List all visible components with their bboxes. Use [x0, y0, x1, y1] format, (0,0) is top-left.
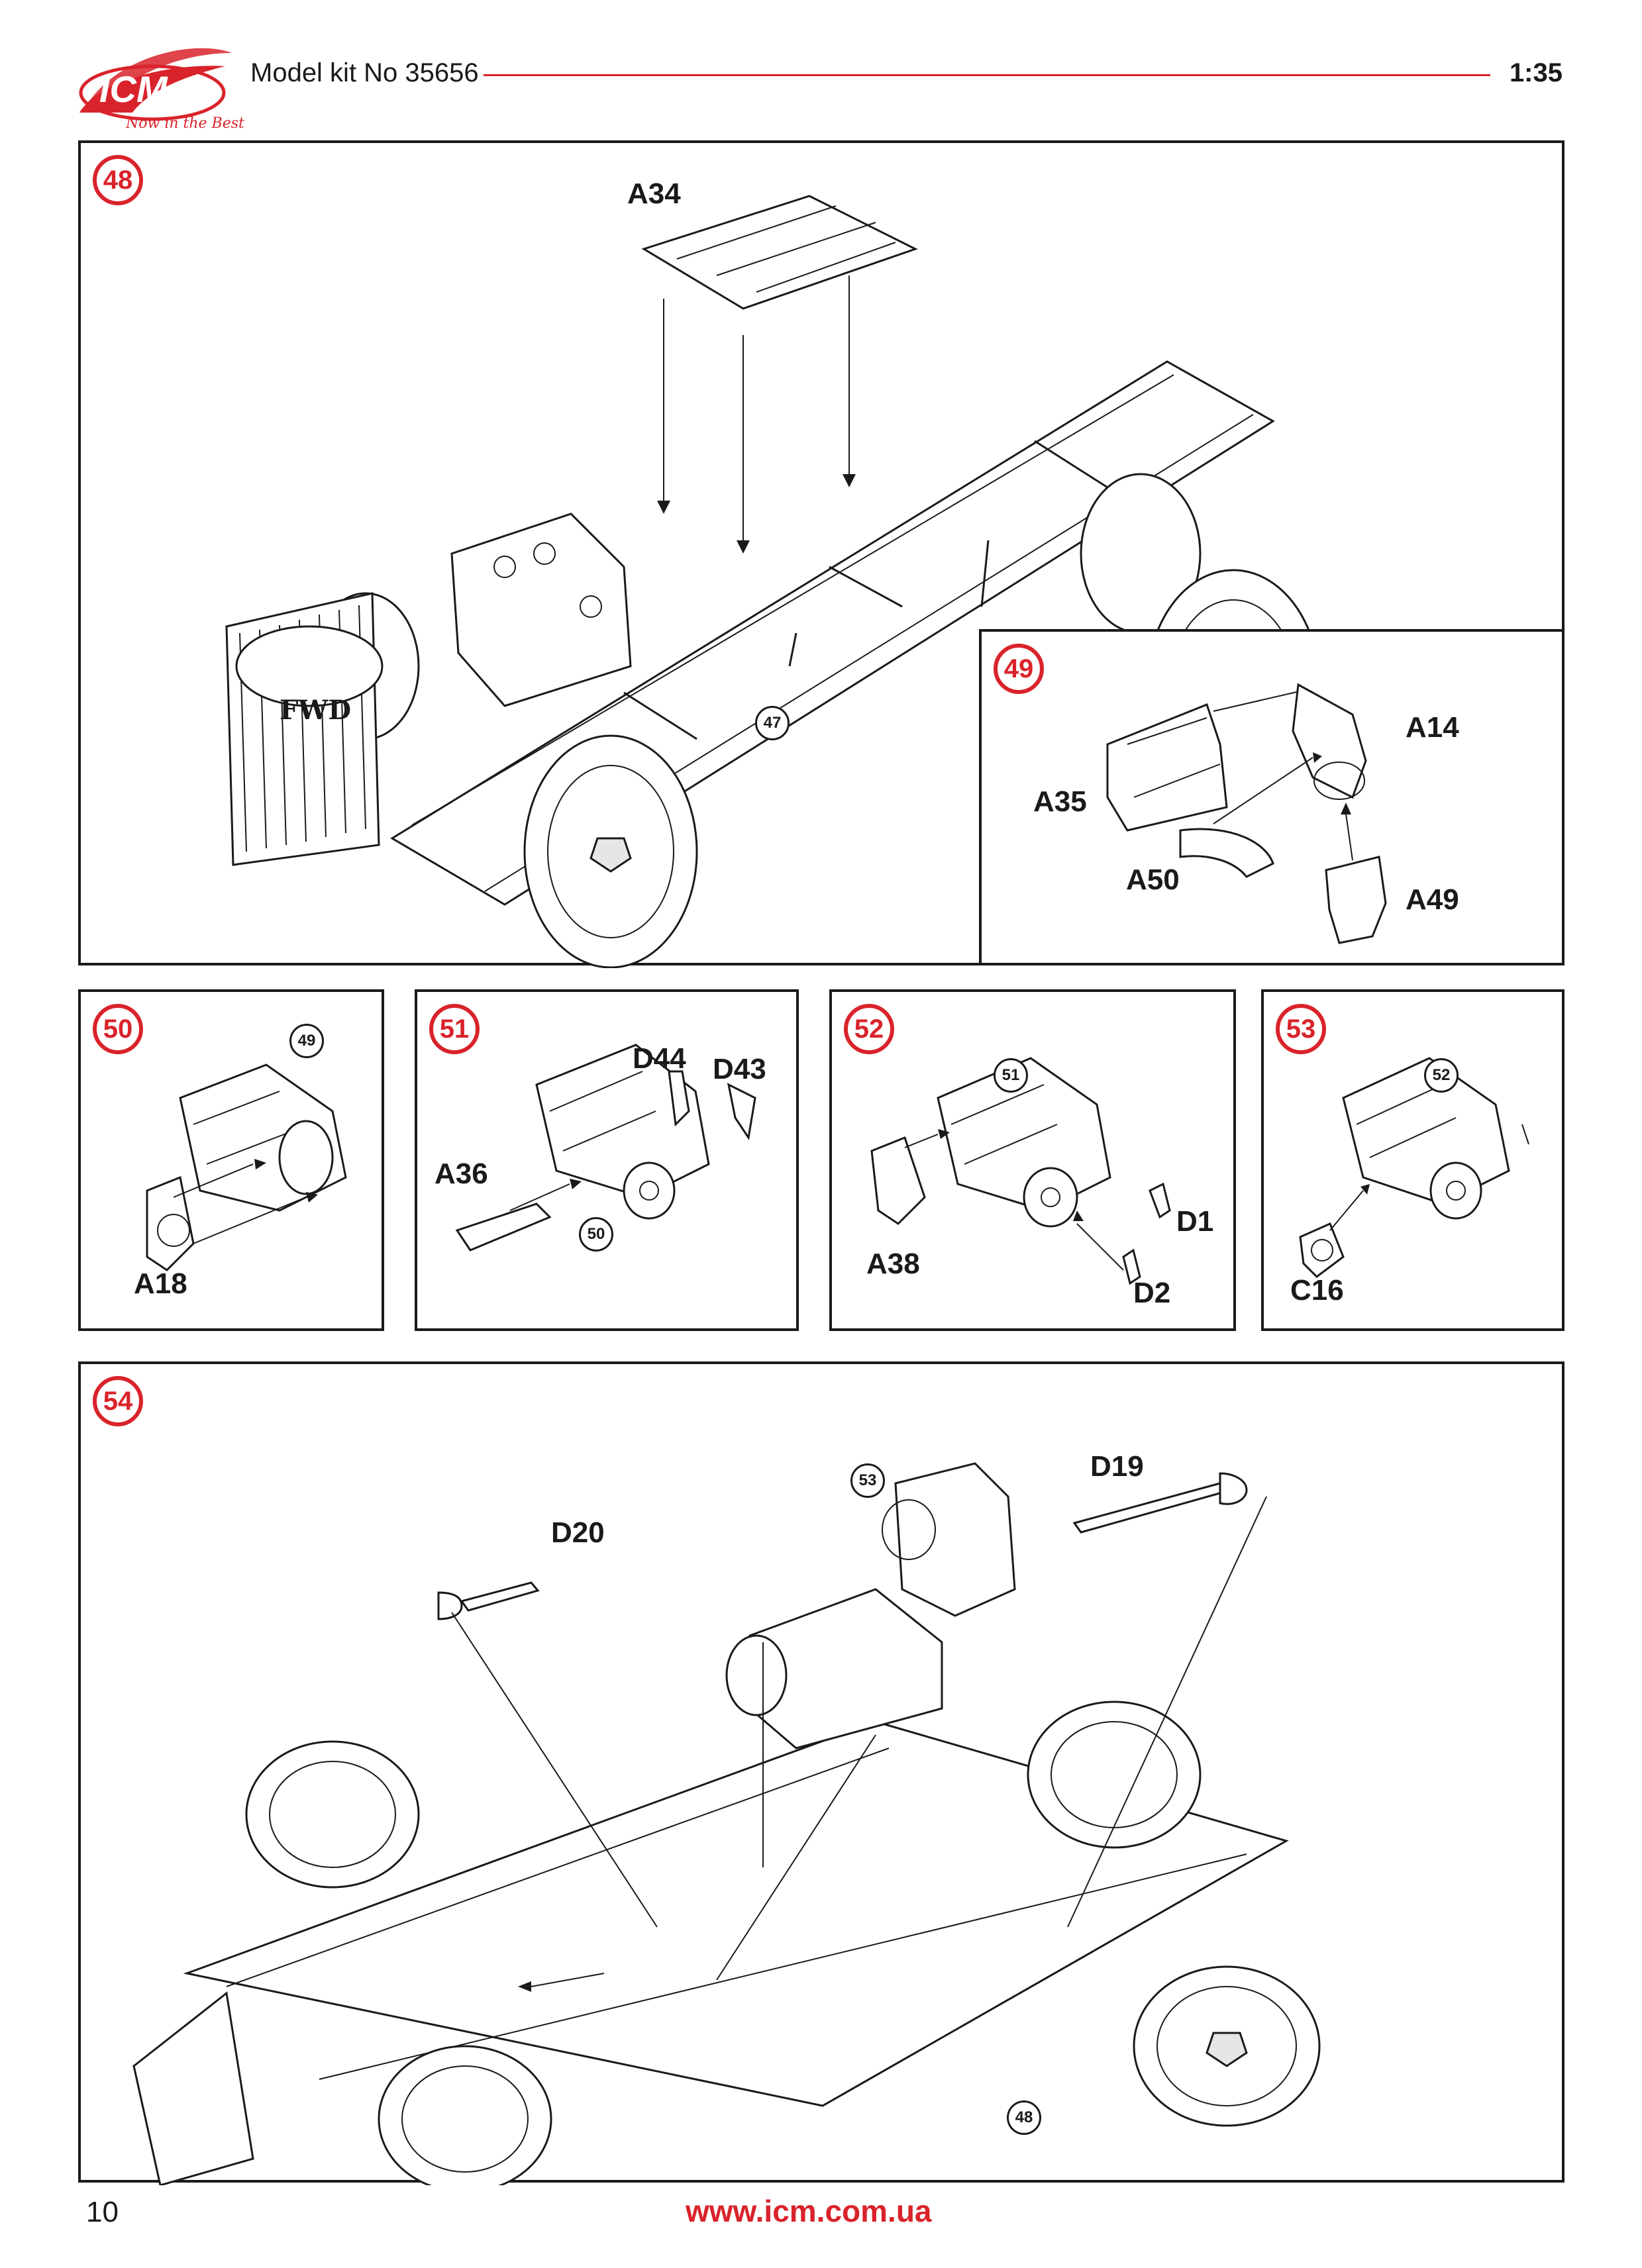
step-53-panel: 53 52 C16: [1261, 989, 1565, 1331]
step-number-badge: 48: [93, 155, 143, 205]
radiator-fwd-marking: FWD: [280, 695, 351, 726]
step-50-panel: 50 49 A18: [78, 989, 384, 1331]
step-51-panel: 51 D44 D43 A36 50: [415, 989, 799, 1331]
part-label: A36: [435, 1158, 488, 1190]
kit-scale: 1:35: [1509, 58, 1563, 87]
logo-tagline: Now in the Best: [126, 115, 244, 132]
part-label: D44: [633, 1042, 686, 1075]
step-52-panel: 52 51 A38 D1 D2: [829, 989, 1236, 1331]
step-54-panel: 54 53 D19 D20 48: [78, 1361, 1565, 2185]
step-reference-badge: 47: [755, 706, 790, 740]
step-reference-badge: 51: [994, 1058, 1028, 1093]
step-number-badge: 50: [93, 1004, 143, 1054]
part-label: A14: [1406, 711, 1459, 744]
page-number: 10: [86, 2196, 119, 2228]
step-number-badge: 54: [93, 1376, 143, 1426]
step-reference-badge: 53: [850, 1463, 885, 1498]
logo-brand: ICM: [99, 68, 168, 110]
part-label: D19: [1090, 1450, 1144, 1483]
part-label: A38: [866, 1248, 920, 1280]
chassis-frame-drawing: FWD: [225, 195, 1321, 968]
step-number-badge: 51: [429, 1004, 480, 1054]
step-number-badge: 53: [1276, 1004, 1326, 1054]
step-number-badge: 49: [994, 644, 1044, 694]
part-label: A49: [1406, 883, 1459, 916]
part-label: A35: [1033, 785, 1087, 818]
step-reference-badge: 50: [579, 1217, 613, 1252]
differential-assembly-drawing: [146, 1063, 347, 1271]
differential-assembly-drawing: [1299, 1057, 1529, 1278]
part-label: C16: [1290, 1274, 1344, 1307]
step-number-badge: 52: [844, 1004, 894, 1054]
chassis-underside-drawing: [132, 1462, 1321, 2185]
kit-title: Model kit No 35656: [250, 58, 479, 87]
differential-housing-drawing: [1106, 683, 1387, 944]
part-label: A50: [1126, 863, 1180, 896]
header-rule: [484, 74, 1490, 76]
differential-assembly-drawing: [455, 1044, 756, 1252]
part-label: D2: [1133, 1277, 1171, 1309]
part-label: D20: [551, 1516, 605, 1549]
part-label: D43: [713, 1053, 766, 1085]
step-49-panel: 49 A14 A35 A50 A49: [979, 629, 1565, 965]
differential-assembly-drawing: [870, 1057, 1171, 1285]
part-label: A18: [134, 1267, 187, 1300]
part-label: D1: [1176, 1205, 1214, 1238]
step-reference-badge: 49: [289, 1024, 324, 1058]
part-label: A34: [627, 177, 681, 210]
step-reference-badge: 48: [1007, 2100, 1041, 2135]
logo-swoosh-icon: [79, 48, 232, 121]
website-link[interactable]: www.icm.com.ua: [686, 2194, 932, 2228]
step-reference-badge: 52: [1424, 1058, 1459, 1093]
